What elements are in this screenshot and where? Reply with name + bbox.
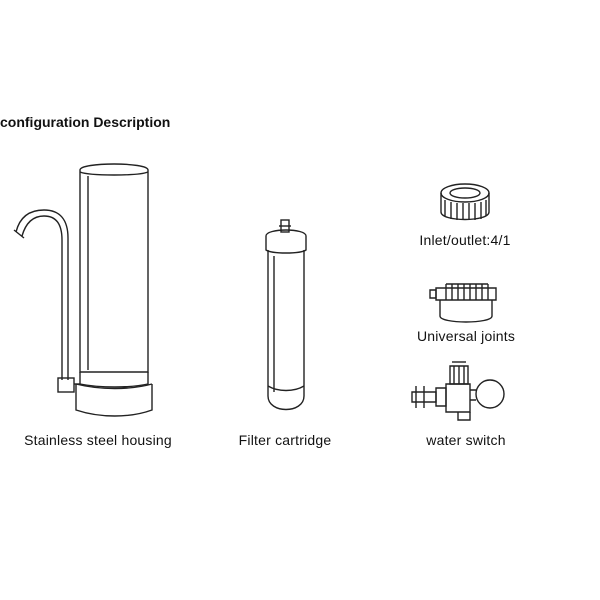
universal-joints-label: Universal joints: [416, 328, 516, 344]
universal-joint-icon: [429, 283, 497, 323]
cartridge-label: Filter cartridge: [238, 432, 332, 448]
page-title: configuration Description: [0, 114, 171, 130]
water-switch-icon: [411, 361, 505, 421]
inlet-outlet-label: Inlet/outlet:4/1: [419, 232, 511, 248]
faucet-housing-icon: [13, 163, 153, 417]
water-switch-label: water switch: [426, 432, 506, 448]
inlet-outlet-adapter-icon: [440, 183, 490, 221]
housing-label: Stainless steel housing: [24, 432, 172, 448]
filter-cartridge-icon: [265, 219, 307, 411]
